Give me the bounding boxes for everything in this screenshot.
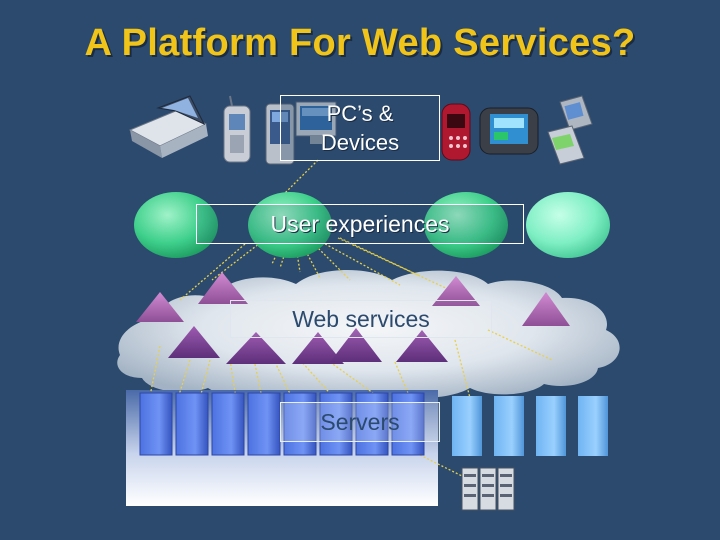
user-experiences-label: User experiences — [196, 204, 524, 244]
user-experience-ellipse — [424, 192, 508, 258]
connector-lines — [149, 159, 553, 481]
user-experience-ellipse — [526, 192, 610, 258]
devices-label: PC’s & Devices — [280, 95, 440, 161]
web-service-triangles — [136, 272, 570, 364]
laptop-icon — [128, 95, 208, 158]
server-blades-right — [452, 396, 608, 456]
flip-phone-icon — [547, 95, 593, 165]
servers-label-text: Servers — [320, 409, 400, 435]
user-experience-ellipse — [134, 192, 218, 258]
web-services-label-text: Web services — [292, 306, 430, 332]
user-experience-ellipse — [248, 192, 332, 258]
devices-label-text: PC’s & Devices — [320, 101, 400, 155]
user-experiences-label-text: User experiences — [270, 211, 450, 237]
slide-title: A Platform For Web Services? — [84, 22, 636, 64]
web-services-label: Web services — [230, 300, 492, 338]
monitor-icon — [295, 101, 337, 144]
red-device-icon — [441, 103, 471, 161]
phone-icon — [223, 95, 251, 163]
handheld-icon — [479, 107, 539, 155]
server-stack-icon — [461, 467, 515, 511]
servers-label: Servers — [280, 402, 440, 442]
server-blades-left — [139, 392, 425, 456]
